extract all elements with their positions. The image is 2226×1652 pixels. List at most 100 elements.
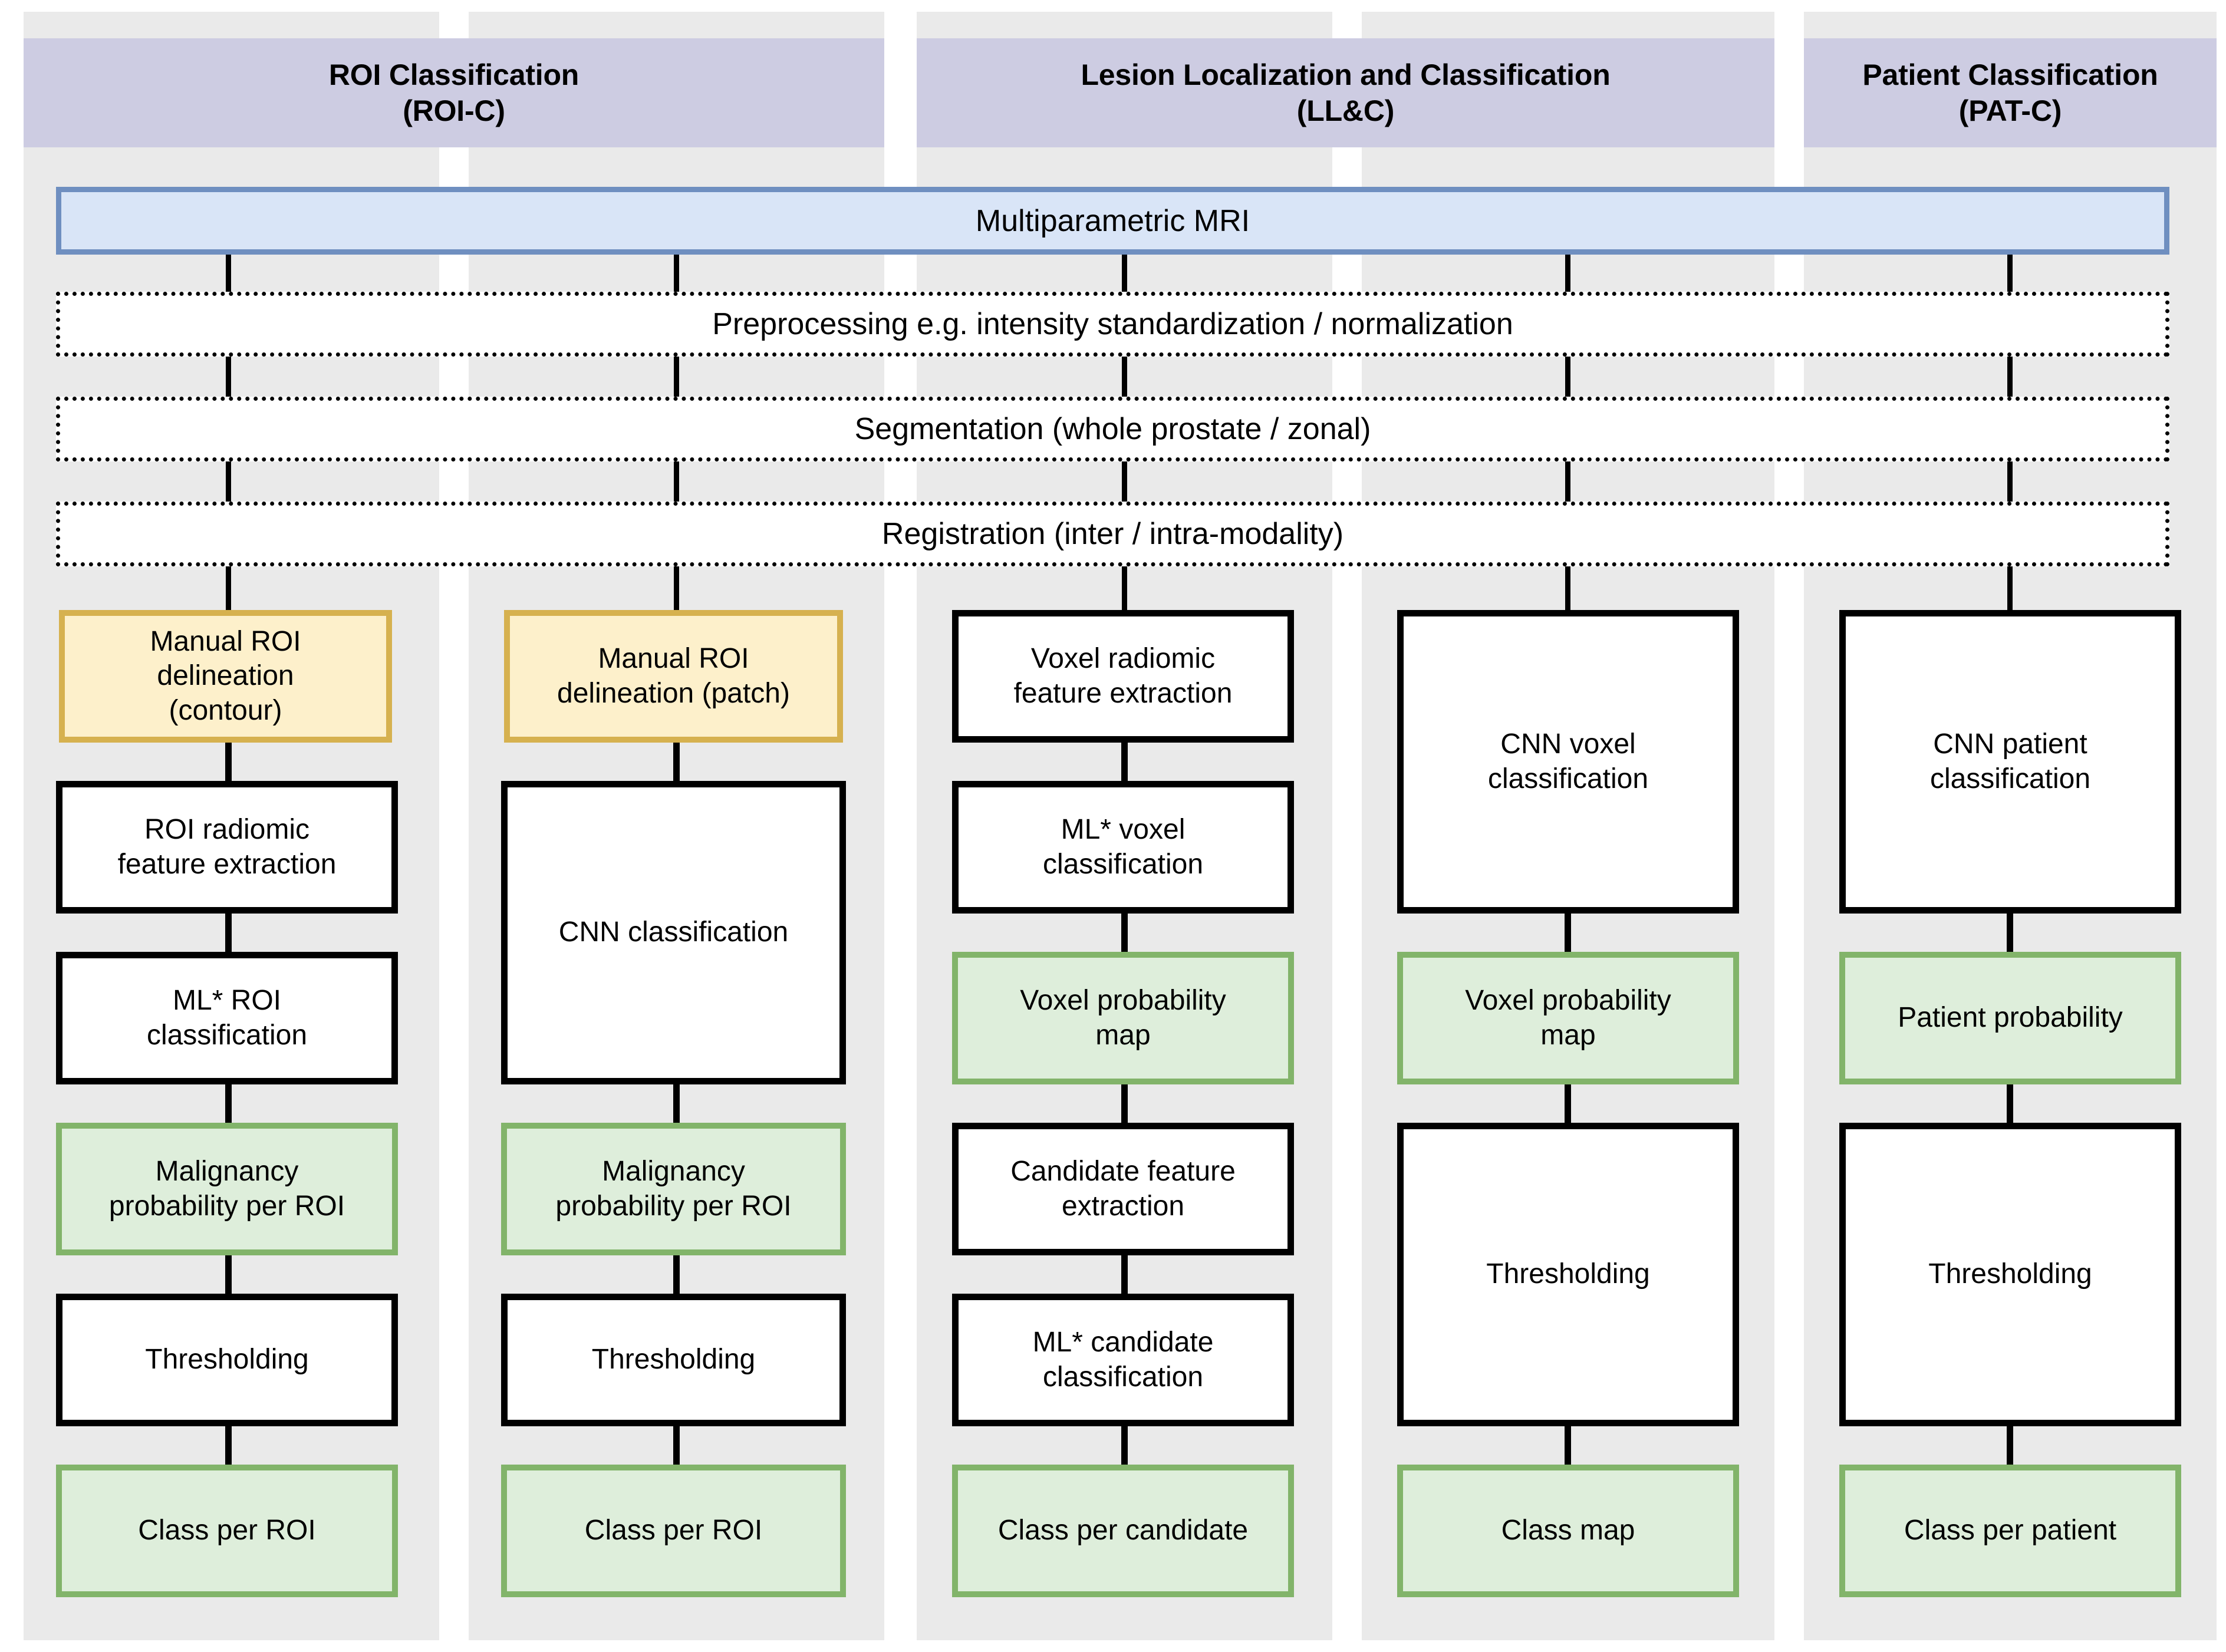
connector-preprocessing-segmentation-c3 bbox=[1122, 357, 1127, 397]
connector-registration-pipeline-c2 bbox=[674, 566, 679, 610]
gutter-llc-pat bbox=[1774, 0, 1804, 1652]
group-header-pat-line2: (PAT-C) bbox=[1958, 94, 2062, 127]
connector-c4-1-2 bbox=[1565, 911, 1571, 958]
connector-c3-3-4 bbox=[1121, 1081, 1128, 1129]
connector-preprocessing-segmentation-c5 bbox=[2007, 357, 2013, 397]
connector-c1-4-5 bbox=[225, 1252, 232, 1300]
connector-segmentation-registration-c1 bbox=[226, 461, 231, 502]
step-ml-candidate-classification: ML* candidate classification bbox=[952, 1294, 1294, 1426]
step-ml-roi-classification: ML* ROI classification bbox=[56, 952, 398, 1084]
step-c3-5-line1: ML* candidate bbox=[1032, 1326, 1214, 1358]
step-malignancy-probability-per-roi-patch: Malignancy probability per ROI bbox=[501, 1123, 846, 1255]
connector-c4-3-4 bbox=[1565, 1423, 1571, 1470]
step-class-per-roi-patch: Class per ROI bbox=[501, 1465, 846, 1597]
step-voxel-radiomic-feature-extraction: Voxel radiomic feature extraction bbox=[952, 610, 1294, 743]
step-c3-4-line1: Candidate feature bbox=[1010, 1155, 1236, 1187]
step-c1-3-line1: ML* ROI bbox=[172, 984, 281, 1016]
step-thresholding-roi-patch: Thresholding bbox=[501, 1294, 846, 1426]
group-header-lesion-localization-classification: Lesion Localization and Classification (… bbox=[917, 38, 1774, 147]
step-c1-2-line2: feature extraction bbox=[117, 848, 337, 880]
step-c3-3-line2: map bbox=[1095, 1019, 1151, 1051]
step-c1-5-label: Thresholding bbox=[145, 1344, 309, 1376]
step-c3-4-line2: extraction bbox=[1061, 1190, 1185, 1222]
gutter-roi-lower bbox=[439, 147, 469, 1652]
step-c3-3-line1: Voxel probability bbox=[1020, 984, 1226, 1016]
connector-c4-2-3 bbox=[1565, 1081, 1571, 1129]
step-roi-radiomic-feature-extraction: ROI radiomic feature extraction bbox=[56, 781, 398, 914]
stage-preprocessing: Preprocessing e.g. intensity standardiza… bbox=[56, 292, 2169, 357]
connector-segmentation-registration-c5 bbox=[2007, 461, 2013, 502]
step-c2-1-line2: delineation (patch) bbox=[557, 677, 790, 709]
connector-c1-3-4 bbox=[225, 1081, 232, 1129]
step-c2-3-line2: probability per ROI bbox=[555, 1190, 792, 1222]
connector-c1-1-2 bbox=[225, 740, 232, 787]
connector-segmentation-registration-c3 bbox=[1122, 461, 1127, 502]
step-c3-2-line1: ML* voxel bbox=[1061, 813, 1186, 845]
connector-c2-3-4 bbox=[673, 1252, 680, 1300]
step-c3-2-line2: classification bbox=[1042, 848, 1204, 880]
connector-c2-1-2 bbox=[673, 740, 680, 787]
connector-c1-5-6 bbox=[225, 1423, 232, 1470]
step-c1-6-label: Class per ROI bbox=[138, 1515, 316, 1547]
step-c2-2-label: CNN classification bbox=[558, 916, 789, 948]
step-malignancy-probability-per-roi-contour: Malignancy probability per ROI bbox=[56, 1123, 398, 1255]
step-class-per-roi-contour: Class per ROI bbox=[56, 1465, 398, 1597]
stage-preprocessing-label: Preprocessing e.g. intensity standardiza… bbox=[712, 307, 1513, 341]
connector-c5-2-3 bbox=[2007, 1081, 2013, 1129]
connector-mri-preprocessing-c5 bbox=[2007, 255, 2013, 292]
gutter-llc-upper bbox=[1332, 0, 1362, 38]
step-patient-probability: Patient probability bbox=[1839, 952, 2181, 1084]
step-c4-1-line1: CNN voxel bbox=[1500, 728, 1636, 760]
step-thresholding-patient: Thresholding bbox=[1839, 1123, 2181, 1426]
step-c1-1-line3: (contour) bbox=[169, 694, 282, 726]
step-manual-roi-delineation-contour: Manual ROI delineation (contour) bbox=[59, 610, 392, 743]
step-c1-4-line2: probability per ROI bbox=[108, 1190, 345, 1222]
step-c3-6-label: Class per candidate bbox=[997, 1515, 1249, 1547]
group-header-roi-line1: ROI Classification bbox=[328, 58, 579, 91]
step-c3-1-line1: Voxel radiomic bbox=[1030, 642, 1216, 674]
connector-c3-2-3 bbox=[1121, 911, 1128, 958]
step-cnn-classification: CNN classification bbox=[501, 781, 846, 1084]
group-header-llc-line2: (LL&C) bbox=[1296, 94, 1395, 127]
step-c4-1-line2: classification bbox=[1487, 763, 1649, 794]
step-c5-3-label: Thresholding bbox=[1928, 1258, 2092, 1290]
connector-registration-pipeline-c5 bbox=[2007, 566, 2013, 610]
step-class-map: Class map bbox=[1397, 1465, 1739, 1597]
connector-c3-4-5 bbox=[1121, 1252, 1128, 1300]
step-voxel-probability-map-radiomic: Voxel probability map bbox=[952, 952, 1294, 1084]
step-c1-1-line1: Manual ROI bbox=[150, 625, 301, 657]
connector-mri-preprocessing-c2 bbox=[674, 255, 679, 292]
connector-c3-1-2 bbox=[1121, 740, 1128, 787]
connector-c3-5-6 bbox=[1121, 1423, 1128, 1470]
step-ml-voxel-classification: ML* voxel classification bbox=[952, 781, 1294, 914]
step-cnn-patient-classification: CNN patient classification bbox=[1839, 610, 2181, 914]
step-c5-4-label: Class per patient bbox=[1904, 1515, 2117, 1547]
step-c1-4-line1: Malignancy bbox=[155, 1155, 299, 1187]
connector-c2-4-5 bbox=[673, 1423, 680, 1470]
connector-preprocessing-segmentation-c1 bbox=[226, 357, 231, 397]
step-c2-4-label: Thresholding bbox=[591, 1344, 756, 1376]
group-header-roi-line2: (ROI-C) bbox=[403, 94, 505, 127]
step-c1-2-line1: ROI radiomic bbox=[144, 813, 310, 845]
step-cnn-voxel-classification: CNN voxel classification bbox=[1397, 610, 1739, 914]
step-c5-1-line2: classification bbox=[1929, 763, 2091, 794]
step-c3-1-line2: feature extraction bbox=[1013, 677, 1233, 709]
connector-segmentation-registration-c4 bbox=[1565, 461, 1570, 502]
step-thresholding-roi-contour: Thresholding bbox=[56, 1294, 398, 1426]
step-c1-1-line2: delineation bbox=[157, 660, 294, 692]
connector-c5-3-4 bbox=[2007, 1423, 2013, 1470]
step-c4-2-line2: map bbox=[1540, 1019, 1596, 1051]
connector-segmentation-registration-c2 bbox=[674, 461, 679, 502]
gutter-roi-llc bbox=[884, 0, 917, 1652]
step-class-per-patient: Class per patient bbox=[1839, 1465, 2181, 1597]
connector-registration-pipeline-c3 bbox=[1122, 566, 1127, 610]
step-voxel-probability-map-cnn: Voxel probability map bbox=[1397, 952, 1739, 1084]
group-header-llc-line1: Lesion Localization and Classification bbox=[1081, 58, 1611, 91]
connector-mri-preprocessing-c4 bbox=[1565, 255, 1570, 292]
stage-segmentation-label: Segmentation (whole prostate / zonal) bbox=[854, 412, 1371, 446]
step-c1-3-line2: classification bbox=[146, 1019, 308, 1051]
connector-mri-preprocessing-c3 bbox=[1122, 255, 1127, 292]
stage-registration: Registration (inter / intra-modality) bbox=[56, 502, 2169, 566]
connector-c1-2-3 bbox=[225, 911, 232, 958]
connector-registration-pipeline-c1 bbox=[226, 566, 231, 610]
